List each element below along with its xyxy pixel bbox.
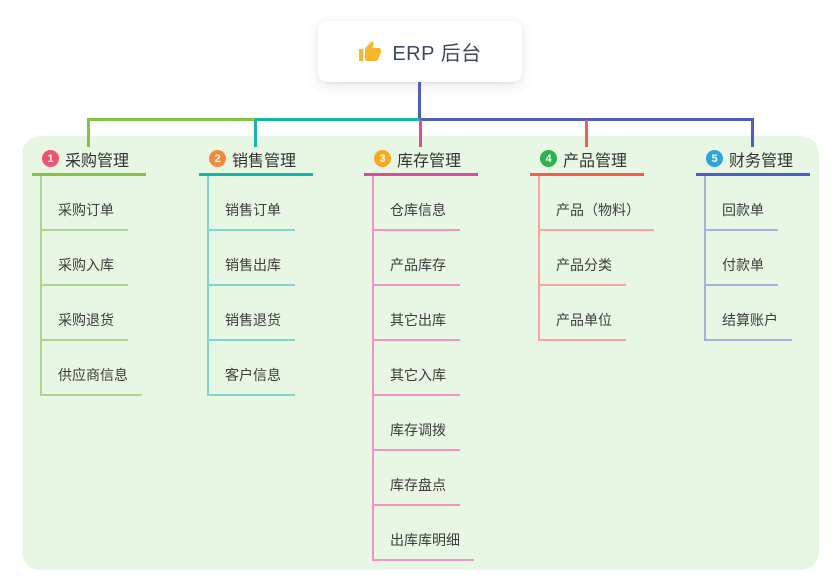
child-node-label: 回款单 (722, 202, 764, 218)
mindmap-child-node[interactable]: 产品库存 (372, 231, 460, 286)
mindmap-child-node[interactable]: 仓库信息 (372, 176, 460, 231)
branch-product-management: 4 产品管理 产品（物料） 产品分类产品单位 (530, 144, 654, 341)
root-node[interactable]: ERP 后台 (318, 21, 522, 82)
branch-number-badge: 2 (209, 150, 226, 167)
mindmap-child-node[interactable]: 采购订单 (40, 176, 128, 231)
branch-title: 产品管理 (563, 152, 628, 170)
branch-header[interactable]: 3 库存管理 (364, 144, 478, 176)
mindmap-child-node[interactable]: 客户信息 (207, 341, 295, 396)
child-node-label: 采购入库 (58, 257, 114, 273)
branch-number-badge: 4 (540, 150, 557, 167)
child-node-label: 仓库信息 (390, 202, 446, 218)
root-node-label: ERP 后台 (392, 43, 482, 65)
child-node-label: 销售订单 (225, 202, 281, 218)
child-node-label: 结算账户 (722, 312, 778, 328)
child-node-label: 出库库明细 (390, 532, 460, 548)
branch-sales-management: 2 销售管理 销售订单销售出库销售退货客户信息 (199, 144, 313, 396)
branch-title: 销售管理 (232, 152, 297, 170)
child-node-label: 库存盘点 (390, 477, 446, 493)
branch-number-badge: 1 (42, 150, 59, 167)
mindmap-child-node[interactable]: 回款单 (704, 176, 778, 231)
connector-drop-finance (751, 120, 754, 147)
child-node-label: 采购退货 (58, 312, 114, 328)
child-node-label: 销售出库 (225, 257, 281, 273)
mindmap-child-node[interactable]: 销售退货 (207, 286, 295, 341)
mindmap-child-node[interactable]: 其它出库 (372, 286, 460, 341)
child-node-label: 销售退货 (225, 312, 281, 328)
child-node-label: 付款单 (722, 257, 764, 273)
child-node-label: 产品分类 (556, 257, 612, 273)
child-node-label: 供应商信息 (58, 367, 128, 383)
child-node-label: 产品库存 (390, 257, 446, 273)
connector-bus-segment-middle (255, 118, 420, 121)
child-node-label: 其它出库 (390, 312, 446, 328)
child-node-label: 客户信息 (225, 367, 281, 383)
mindmap-child-node[interactable]: 结算账户 (704, 286, 792, 341)
connector-drop-purchase (87, 120, 90, 147)
branches-panel (22, 136, 819, 570)
mindmap-child-node[interactable]: 库存调拨 (372, 396, 460, 451)
mindmap-child-node[interactable]: 供应商信息 (40, 341, 142, 396)
branch-purchase-management: 1 采购管理 采购订单采购入库采购退货供应商信息 (32, 144, 146, 396)
mindmap-child-node[interactable]: 销售订单 (207, 176, 295, 231)
child-node-label: 库存调拨 (390, 422, 446, 438)
connector-root-stem (418, 82, 421, 119)
mindmap-child-node[interactable]: 采购入库 (40, 231, 128, 286)
connector-bus-segment-right (420, 118, 754, 121)
branch-header[interactable]: 1 采购管理 (32, 144, 146, 176)
mindmap-child-node[interactable]: 其它入库 (372, 341, 460, 396)
child-node-label: 其它入库 (390, 367, 446, 383)
child-node-label: 采购订单 (58, 202, 114, 218)
connector-bus-segment-left (87, 118, 255, 121)
branch-finance-management: 5 财务管理 回款单付款单结算账户 (696, 144, 810, 341)
branch-title: 采购管理 (65, 152, 130, 170)
branch-children: 仓库信息产品库存其它出库其它入库库存调拨库存盘点出库库明细 (372, 176, 478, 561)
mindmap-child-node[interactable]: 产品单位 (538, 286, 626, 341)
connector-drop-product (585, 120, 588, 147)
child-node-label: 产品单位 (556, 312, 612, 328)
branch-children: 产品（物料） 产品分类产品单位 (538, 176, 654, 341)
branch-title: 财务管理 (729, 152, 794, 170)
branch-header[interactable]: 4 产品管理 (530, 144, 644, 176)
branch-number-badge: 3 (374, 150, 391, 167)
mindmap-child-node[interactable]: 付款单 (704, 231, 778, 286)
branch-children: 采购订单采购入库采购退货供应商信息 (40, 176, 146, 396)
branch-header[interactable]: 2 销售管理 (199, 144, 313, 176)
branch-inventory-management: 3 库存管理 仓库信息产品库存其它出库其它入库库存调拨库存盘点出库库明细 (364, 144, 478, 561)
branch-title: 库存管理 (397, 152, 462, 170)
mindmap-child-node[interactable]: 产品（物料） (538, 176, 654, 231)
mindmap-child-node[interactable]: 库存盘点 (372, 451, 460, 506)
mindmap-child-node[interactable]: 出库库明细 (372, 506, 474, 561)
mindmap-child-node[interactable]: 采购退货 (40, 286, 128, 341)
thumbs-up-icon (358, 40, 382, 64)
branch-number-badge: 5 (706, 150, 723, 167)
branch-children: 回款单付款单结算账户 (704, 176, 810, 341)
connector-drop-sales (254, 120, 257, 147)
mindmap-child-node[interactable]: 销售出库 (207, 231, 295, 286)
mindmap-child-node[interactable]: 产品分类 (538, 231, 626, 286)
branch-children: 销售订单销售出库销售退货客户信息 (207, 176, 313, 396)
connector-drop-inventory (419, 120, 422, 147)
branch-header[interactable]: 5 财务管理 (696, 144, 810, 176)
child-node-label: 产品（物料） (556, 202, 640, 218)
